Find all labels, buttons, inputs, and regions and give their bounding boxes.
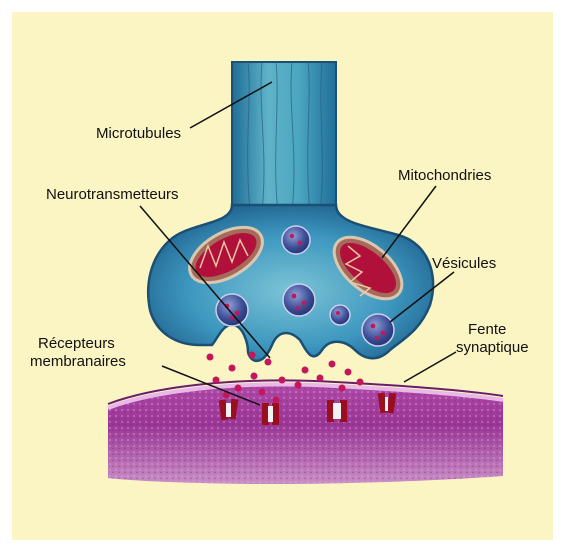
vesicle: [282, 226, 310, 254]
receptor: [327, 400, 347, 422]
label-recepteurs-line2: membranaires: [30, 353, 126, 370]
vesicle: [283, 284, 315, 316]
label-microtubules: Microtubules: [96, 125, 181, 142]
vesicle: [330, 305, 350, 325]
label-vesicules: Vésicules: [432, 255, 496, 272]
vesicle: [216, 294, 248, 326]
label-mitochondries: Mitochondries: [398, 167, 491, 184]
vesicle: [362, 314, 394, 346]
label-fente-line1: Fente: [468, 321, 506, 338]
label-recepteurs-line1: Récepteurs: [38, 335, 115, 352]
receptor: [262, 403, 279, 425]
axon: [232, 62, 336, 212]
label-neurotransmetteurs: Neurotransmetteurs: [46, 186, 179, 203]
postsynaptic-neuron: [108, 380, 503, 484]
label-fente-line2: synaptique: [456, 339, 529, 356]
